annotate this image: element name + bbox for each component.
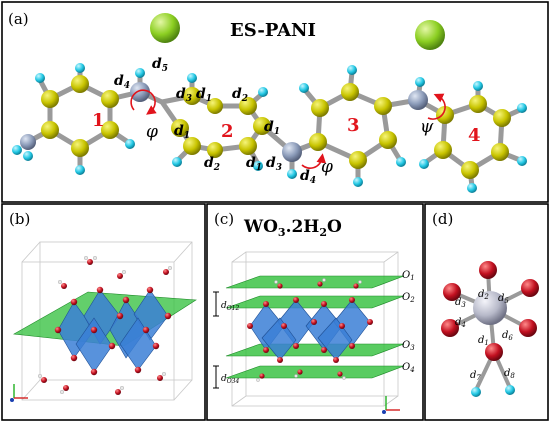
tungsten-octahedra [249, 299, 371, 361]
hydrogen-atoms [471, 385, 515, 397]
panel-c-frame [206, 203, 424, 421]
ring-1-label: 1 [92, 110, 105, 131]
d4-label: d4 [455, 317, 466, 329]
plane-labels: O1 O2 O3 O4 [402, 270, 415, 374]
varphi-label: φ [321, 157, 333, 177]
hydrogen-atoms [256, 278, 362, 382]
d8-label: d8 [504, 368, 515, 380]
plane-o3-label: O3 [402, 340, 415, 352]
oxygen-atoms [41, 259, 172, 395]
tungsten-bonds [448, 268, 532, 392]
d1-label: d1 [196, 86, 212, 104]
d7-label: d7 [470, 370, 481, 382]
angle-labels: φ φ ψ [146, 117, 434, 177]
panel-a-frame [1, 1, 549, 203]
panel-c-tag: (c) [214, 210, 234, 228]
d1-label: d1 [174, 123, 190, 141]
plane-o1-label: O1 [402, 270, 415, 282]
d4-label: d4 [300, 168, 316, 186]
panel-c: (c) WO3.2H2O [213, 210, 415, 414]
spacing-brackets [213, 291, 219, 389]
d6-label: d6 [502, 330, 513, 342]
d3-label: d3 [455, 297, 466, 309]
spacing-o12-label: dO12 [221, 301, 240, 312]
panel-b-tag: (b) [9, 210, 30, 228]
d2-label: d2 [478, 289, 489, 301]
ring-labels: 1 2 3 4 [92, 110, 481, 146]
d1-label: d1 [478, 335, 489, 347]
carbon-atoms [41, 75, 511, 179]
ring-4-label: 4 [468, 125, 481, 146]
plane-o4-label: O4 [402, 362, 415, 374]
panel-d-tag: (d) [432, 210, 453, 228]
nitrogen-atoms [20, 82, 428, 162]
axes-icon [10, 384, 28, 402]
d4-label: d4 [114, 73, 130, 91]
unit-cell-box [231, 251, 399, 407]
tungsten-atom [473, 291, 507, 325]
plane-o2-label: O2 [402, 292, 415, 304]
ring-2-label: 2 [221, 121, 234, 142]
hydrogen-atoms [38, 256, 172, 395]
axes-icon [382, 396, 400, 414]
spacing-labels: dO12 dO34 [221, 301, 240, 385]
d2-label: d2 [232, 86, 248, 104]
panel-b: (b) [9, 210, 197, 402]
d2-label: d2 [204, 155, 220, 173]
panel-b-frame [1, 203, 206, 421]
panel-d-frame [424, 203, 549, 421]
rotation-arrows [130, 89, 446, 169]
d1-label: d1 [264, 119, 280, 137]
panel-c-title: WO3.2H2O [243, 217, 342, 239]
panel-a-tag: (a) [8, 10, 29, 28]
panel-d: (d) d2 d5 d3 d4 [432, 210, 539, 397]
psi-label: ψ [420, 117, 434, 137]
bond-labels: d2 d5 d3 d4 d6 d1 d7 d8 [455, 289, 515, 382]
panel-a-title: ES-PANI [230, 20, 316, 41]
oxygen-atoms [247, 281, 373, 379]
d3-label: d3 [266, 155, 282, 173]
d1-label: d1 [246, 155, 262, 173]
bond-distance-labels: d5 d4 d3 d1 d2 d1 d1 d2 d1 d3 d4 [114, 56, 316, 186]
oxygen-atoms [441, 261, 539, 361]
phi-label: φ [146, 122, 158, 142]
hydrogen-atoms [12, 63, 527, 193]
ring-3-label: 3 [347, 115, 360, 136]
spacing-o34-label: dO34 [221, 374, 240, 385]
chlorine-atom [150, 13, 180, 43]
d5-label: d5 [498, 293, 509, 305]
d3-label: d3 [176, 86, 192, 104]
d5-label: d5 [152, 56, 168, 74]
chlorine-atom [415, 20, 445, 50]
panel-a: (a) ES-PANI [8, 10, 527, 193]
